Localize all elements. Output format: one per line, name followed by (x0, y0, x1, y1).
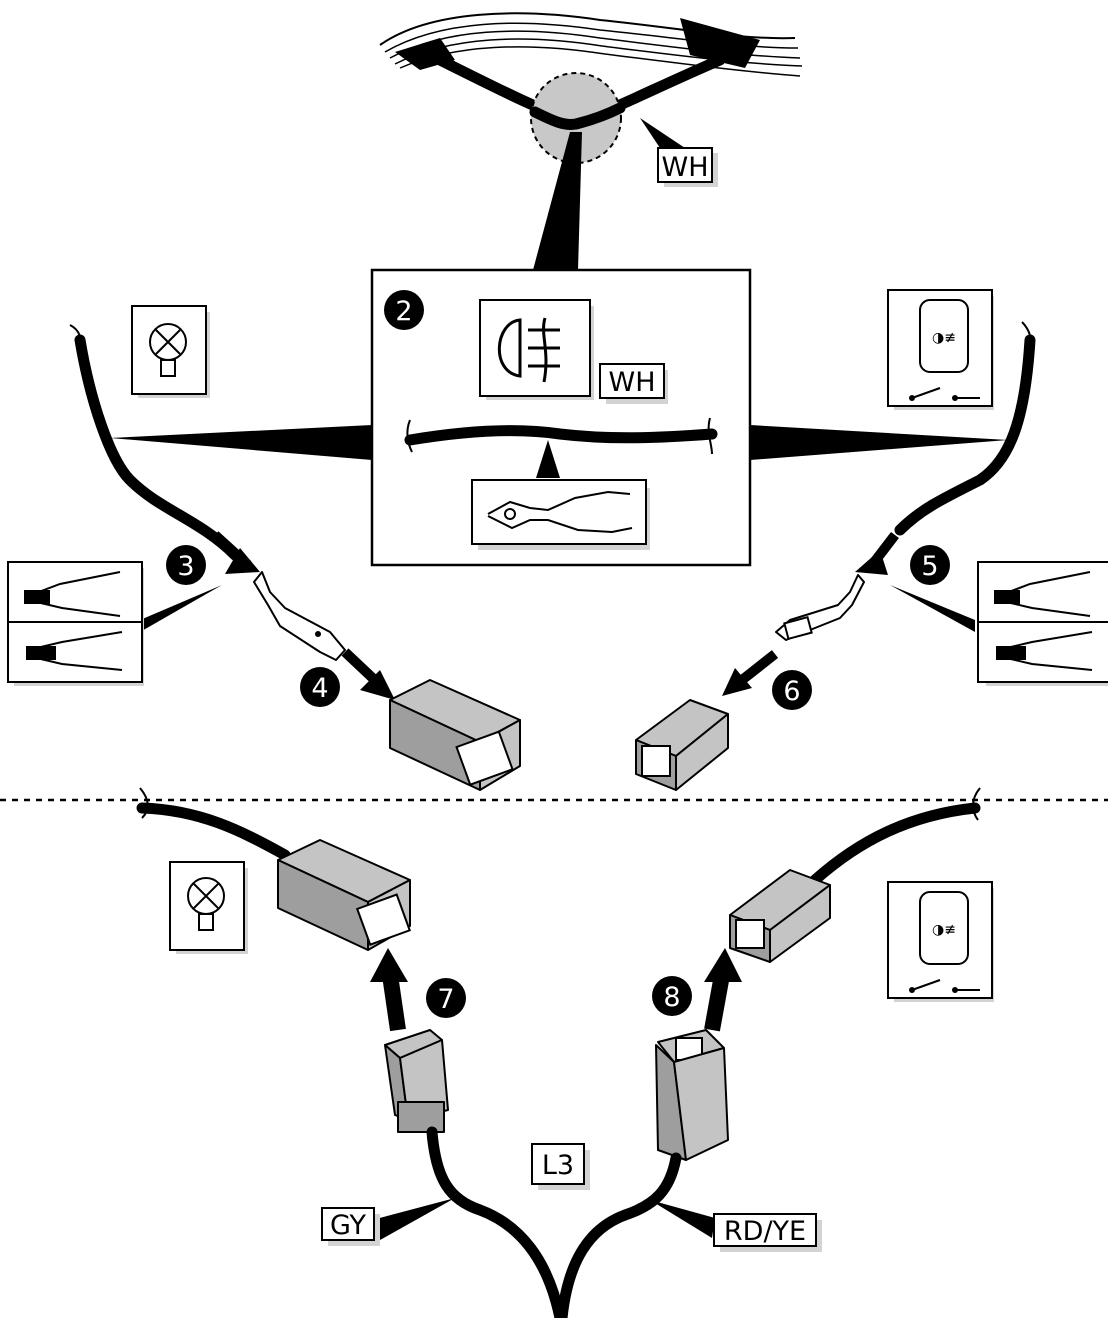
female-terminal (775, 574, 865, 641)
male-connector-housing-bottom (729, 869, 831, 963)
svg-text:RD/YE: RD/YE (724, 1216, 806, 1247)
svg-text:◑≢: ◑≢ (932, 330, 956, 346)
crimp-tool-icon (996, 631, 1093, 671)
male-terminal (253, 571, 346, 661)
fog-switch-icon-top: ◑≢ (887, 289, 994, 410)
l3-tag: L3 (531, 1143, 590, 1190)
svg-text:6: 6 (783, 676, 800, 707)
tool-panel-right (977, 561, 1108, 686)
svg-text:8: 8 (663, 982, 680, 1013)
bulb-icon-bottom (169, 861, 248, 954)
bulb-icon-top (131, 305, 210, 398)
svg-text:3: 3 (177, 551, 194, 582)
svg-text:7: 7 (437, 984, 454, 1015)
fog-light-icon (479, 299, 594, 400)
female-connector-housing-top (389, 679, 521, 791)
step-7-badge (426, 978, 466, 1018)
step-6-badge (772, 670, 812, 710)
svg-text:2: 2 (395, 296, 412, 327)
step-3-badge (166, 545, 206, 585)
l3-male-connector (384, 1029, 449, 1133)
female-connector-housing-bottom (277, 839, 411, 951)
step-5-badge (910, 545, 950, 585)
svg-text:GY: GY (330, 1210, 367, 1241)
cut-wire-inset: 2 WH (370, 268, 752, 567)
wh-tag-top: WH (657, 147, 718, 187)
crimp-tool-icon (26, 631, 123, 671)
svg-text:WH: WH (609, 367, 656, 398)
svg-text:◑≢: ◑≢ (932, 922, 956, 938)
highlight-circle (530, 72, 622, 164)
svg-text:WH: WH (662, 152, 709, 183)
wh-tag-inset: WH (599, 363, 668, 404)
wire-cutter-icon (471, 479, 650, 550)
svg-text:L3: L3 (542, 1150, 574, 1181)
fog-switch-icon-bottom: ◑≢ (887, 881, 994, 1002)
step-8-badge (652, 976, 692, 1016)
rdye-tag: RD/YE (713, 1213, 822, 1252)
l3-female-connector (655, 1029, 729, 1161)
svg-text:4: 4 (311, 673, 328, 704)
tool-panel-left (7, 561, 144, 686)
wire-stripper-icon (994, 571, 1091, 617)
step-4-badge (300, 667, 340, 707)
wire-stripper-icon (24, 571, 121, 617)
step-2-badge (384, 290, 424, 330)
male-connector-housing-top (635, 699, 729, 791)
gy-tag: GY (321, 1207, 380, 1246)
svg-text:5: 5 (921, 551, 938, 582)
